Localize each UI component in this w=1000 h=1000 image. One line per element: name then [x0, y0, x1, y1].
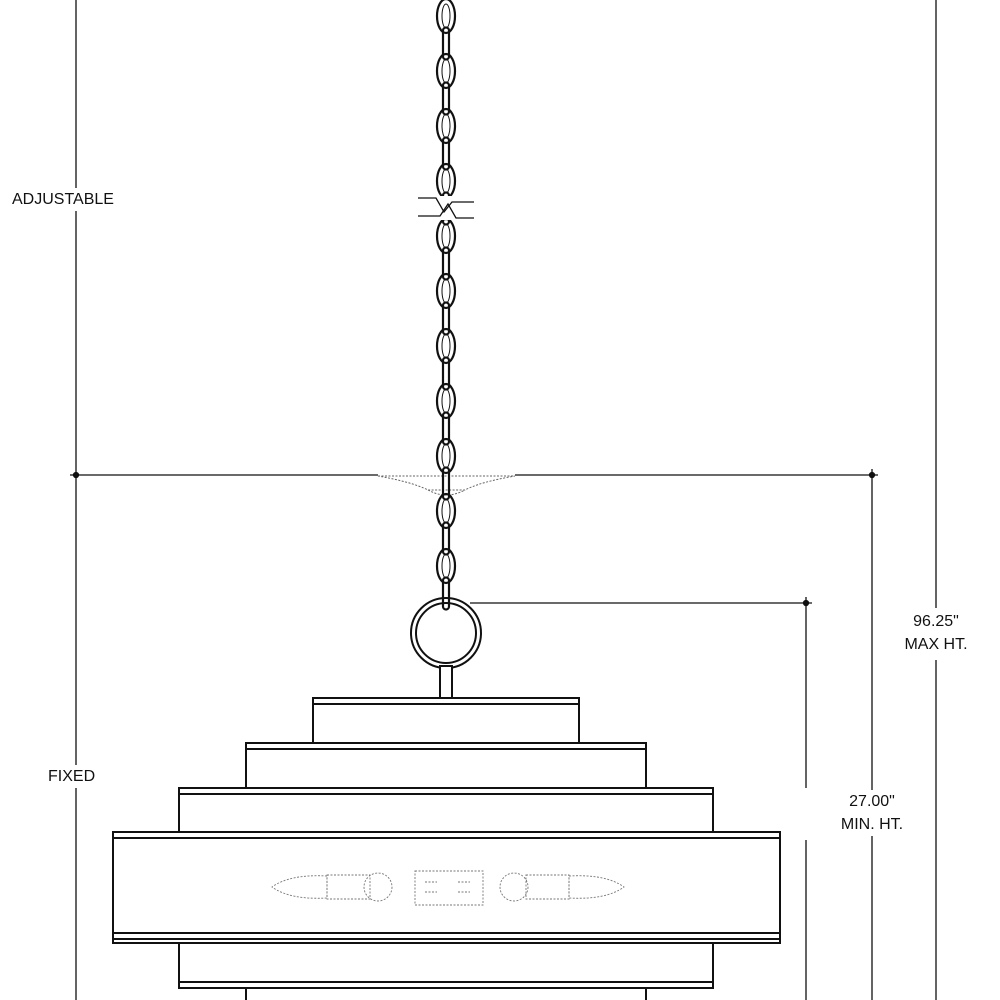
- chain-link-inner: [441, 443, 451, 469]
- shade-tier: [178, 942, 714, 989]
- adjustable-label: ADJUSTABLE: [12, 188, 114, 211]
- candle-flame-icon: [271, 875, 328, 899]
- candle-socket: [525, 874, 570, 900]
- candle-cup: [499, 872, 529, 902]
- chain-link-inner: [441, 58, 451, 84]
- dimension-dot: [868, 471, 876, 479]
- chain-link: [435, 382, 457, 420]
- candle-hub: [414, 870, 484, 906]
- min-height-value: 27.00": [849, 793, 895, 810]
- chain-break-symbol: [418, 196, 474, 220]
- chain-link-inner: [441, 278, 451, 304]
- chain-link: [435, 437, 457, 475]
- shade-tier: [260, 697, 632, 750]
- chain-link-inner: [441, 553, 451, 579]
- chain-link: [435, 492, 457, 530]
- dimension-dot: [72, 471, 80, 479]
- chain-link: [435, 272, 457, 310]
- chain-link: [441, 576, 451, 611]
- max-height-value: 96.25": [913, 613, 959, 630]
- chain-link: [435, 107, 457, 145]
- shade-tier: [112, 831, 781, 944]
- min-height-dimension: 27.00" MIN. HT.: [826, 790, 918, 836]
- canopy: [377, 475, 516, 496]
- chain-link: [435, 547, 457, 585]
- dimension-lines: [70, 0, 937, 1000]
- candle-flame-icon: [568, 875, 625, 899]
- candle-socket: [326, 874, 371, 900]
- chain-link-inner: [441, 223, 451, 249]
- chain-link: [435, 52, 457, 90]
- chain-link-inner: [441, 498, 451, 524]
- min-height-label: MIN. HT.: [840, 816, 904, 833]
- chain: [435, 0, 457, 611]
- shade-tier: [127, 787, 766, 840]
- chain-link: [435, 327, 457, 365]
- candle-cluster: [271, 870, 625, 906]
- shade-tier: [193, 742, 699, 795]
- ring-hanger: [410, 597, 482, 699]
- chain-link-inner: [441, 113, 451, 139]
- chain-link-inner: [441, 168, 451, 194]
- shade-tiers: [112, 697, 781, 1000]
- shade-tier: [245, 987, 647, 1000]
- chain-link-inner: [441, 3, 451, 29]
- fixed-label: FIXED: [48, 765, 96, 788]
- chain-link-inner: [441, 388, 451, 414]
- max-height-label: MAX HT.: [904, 636, 968, 653]
- chain-link-inner: [441, 333, 451, 359]
- max-height-dimension: 96.25" MAX HT.: [890, 610, 982, 656]
- dimension-dot: [802, 599, 810, 607]
- chain-link: [435, 0, 457, 35]
- candle-cup: [363, 872, 393, 902]
